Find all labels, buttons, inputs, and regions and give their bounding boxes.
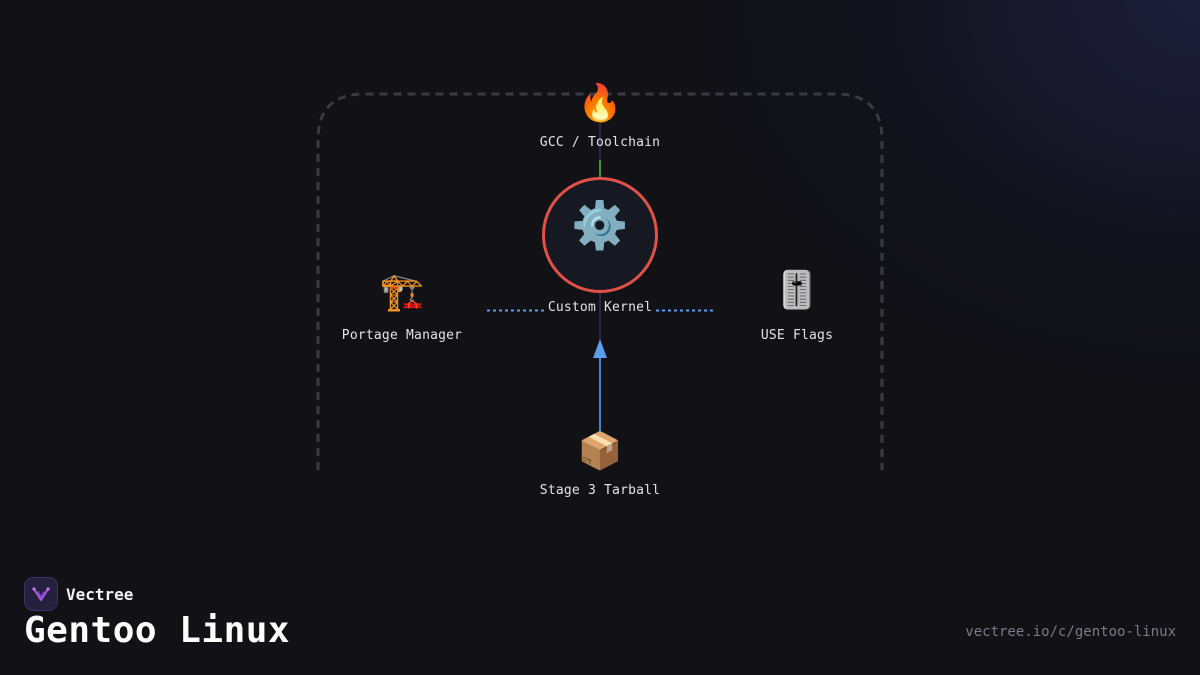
toolchain-label: GCC / Toolchain <box>539 135 661 150</box>
page-title: Gentoo Linux <box>24 610 291 651</box>
use-flags-label: USE Flags <box>760 328 834 343</box>
kernel-ring <box>542 177 658 293</box>
page-url[interactable]: vectree.io/c/gentoo-linux <box>965 624 1176 640</box>
control-knobs-icon: 🎚️ <box>774 270 820 311</box>
edge-stage3-arrowhead <box>593 339 607 358</box>
brand-name: Vectree <box>66 584 134 604</box>
brand[interactable]: Vectree <box>24 577 133 611</box>
stage3-label: Stage 3 Tarball <box>539 483 661 498</box>
gear-icon: ⚙️ <box>571 198 629 252</box>
fire-icon: 🔥 <box>577 83 623 124</box>
vectree-logo-icon <box>24 577 58 611</box>
kernel-label: Custom Kernel <box>547 300 653 315</box>
portage-label: Portage Manager <box>341 328 463 343</box>
crane-icon: 🏗️ <box>379 272 425 313</box>
diagram-boundary <box>316 92 884 470</box>
package-icon: 📦 <box>577 431 623 472</box>
